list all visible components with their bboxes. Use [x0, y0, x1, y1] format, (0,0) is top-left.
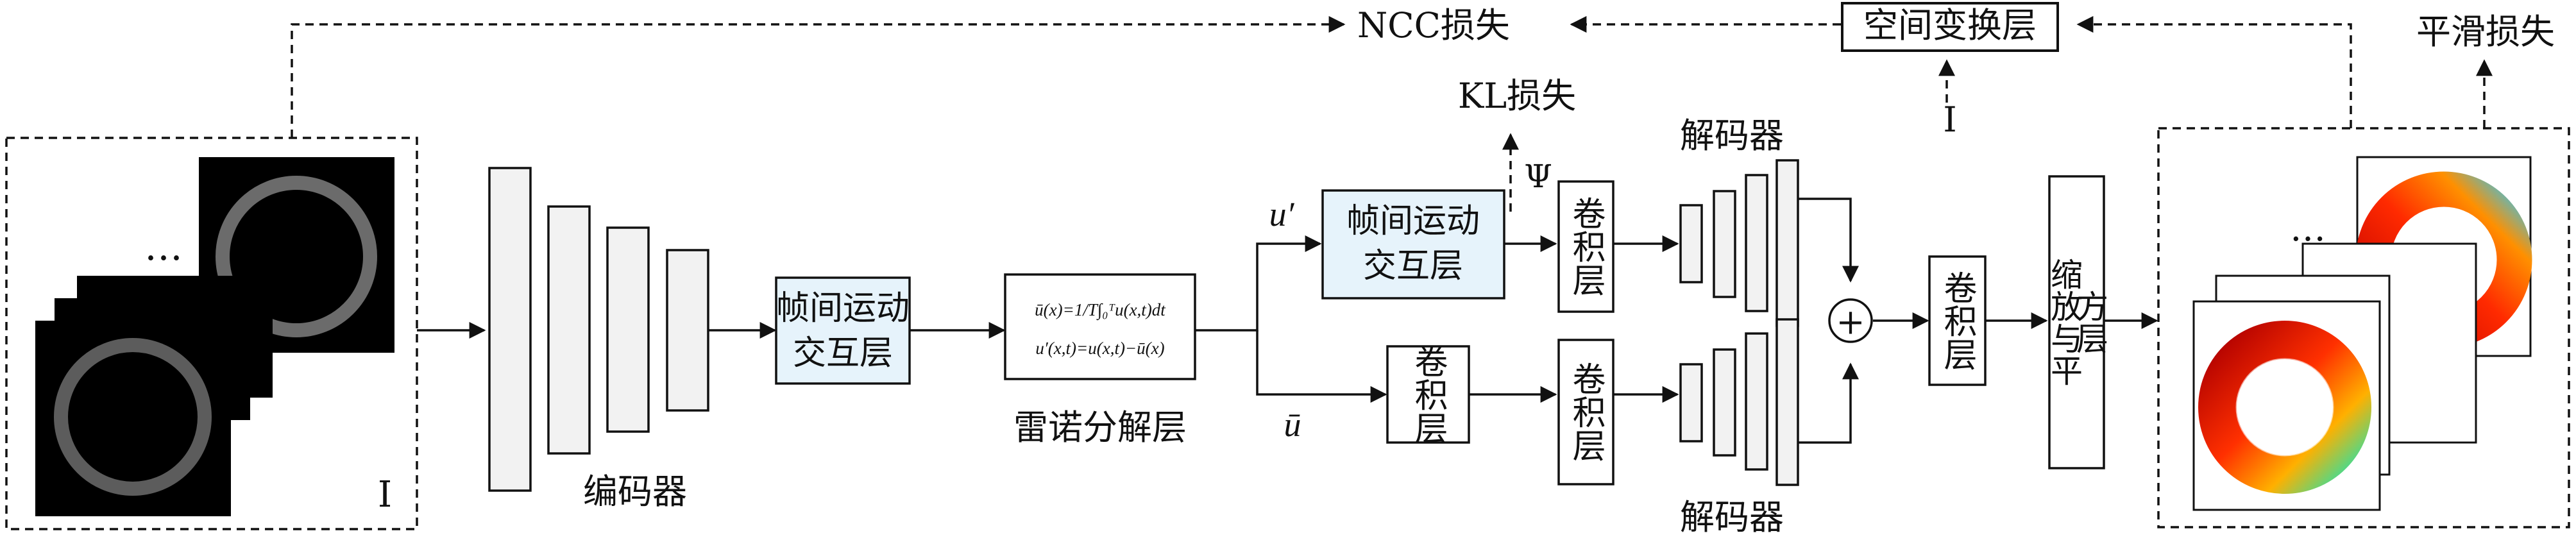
loss-connections — [291, 16, 2493, 212]
conv-layer-bottom-1 — [1386, 345, 1470, 444]
sum-symbol: + — [1836, 302, 1865, 342]
decoder-bottom-label: 解码器 — [1680, 497, 1784, 537]
psi-label: Ψ — [1524, 158, 1552, 195]
smooth-loss-label: 平滑损失 — [2416, 12, 2555, 52]
u-bar-label: ū — [1284, 405, 1301, 444]
output-dashed-frame — [2157, 127, 2570, 528]
decoder-top-block-3 — [1745, 174, 1768, 312]
interaction-layer-1-line1: 帧间运动 — [776, 289, 910, 328]
output-field-stack: … — [2157, 127, 2570, 528]
encoder — [488, 167, 709, 492]
output-field-front — [2192, 300, 2381, 511]
conv-layer-bottom-2 — [1557, 339, 1614, 485]
interaction-layer-2-line2: 交互层 — [1363, 247, 1463, 285]
scaling-squaring-label-col1: 缩放与平 — [2046, 258, 2083, 386]
reynolds-decomposition-box — [1004, 273, 1196, 380]
decoder-bottom-block-2 — [1713, 348, 1736, 457]
output-ellipsis: … — [2290, 208, 2326, 249]
encoder-block-4 — [666, 249, 709, 412]
conv-layer-fusion-label: 卷积层 — [1938, 271, 1976, 371]
input-I-label: I — [378, 474, 392, 516]
sum-node — [1828, 298, 1873, 343]
ncc-loss-label: NCC损失 — [1357, 5, 1510, 46]
encoder-block-3 — [606, 226, 650, 433]
decoder-top-block-2 — [1713, 190, 1736, 298]
decoder-top-block-1 — [1679, 204, 1703, 283]
decoder-bottom — [1679, 318, 1799, 486]
input-frame-front — [35, 321, 231, 516]
scaling-squaring-label-col2: 方层 — [2071, 290, 2108, 354]
interaction-layer-1-line2: 交互层 — [793, 334, 893, 373]
decoder-bottom-block-3 — [1745, 332, 1768, 471]
decoder-top-block-4 — [1775, 159, 1799, 327]
input-dashed-frame — [5, 137, 418, 530]
u-prime-label: u′ — [1269, 195, 1295, 233]
interaction-layer-2 — [1321, 189, 1505, 300]
transform-input-I-label: I — [1943, 99, 1956, 140]
decoder-top-label: 解码器 — [1680, 115, 1784, 156]
conv-layer-top-2-label: 卷积层 — [1566, 196, 1605, 296]
encoder-label: 编码器 — [583, 471, 687, 512]
interaction-layer-1 — [775, 276, 911, 385]
conv-layer-top-2 — [1557, 180, 1614, 313]
interaction-layer-2-line1: 帧间运动 — [1346, 202, 1480, 240]
flow-arrows — [417, 198, 2158, 444]
kl-loss-label: KL损失 — [1458, 76, 1576, 116]
formula-mean: ū(x)=1/T∫₀ᵀu(x,t)dt — [1035, 300, 1166, 321]
formula-fluctuation: u′(x,t)=u(x,t)−ū(x) — [1035, 339, 1164, 358]
scaling-squaring-box — [2048, 175, 2105, 469]
decoder-bottom-block-1 — [1679, 363, 1703, 443]
encoder-block-1 — [488, 167, 532, 492]
decoder-bottom-block-4 — [1775, 318, 1799, 486]
conv-layer-bottom-1-label: 卷积层 — [1409, 344, 1447, 444]
encoder-block-2 — [547, 205, 591, 455]
conv-layer-fusion — [1928, 255, 1987, 386]
decoder-top — [1679, 159, 1799, 327]
spatial-transform-label: 空间变换层 — [1863, 5, 2037, 46]
input-image-stack: … I — [5, 137, 418, 530]
input-ellipsis: … — [144, 224, 183, 269]
spatial-transform-box — [1841, 2, 2059, 52]
conv-layer-bottom-2-label: 卷积层 — [1566, 362, 1605, 462]
reynolds-layer-label: 雷诺分解层 — [1013, 407, 1187, 448]
